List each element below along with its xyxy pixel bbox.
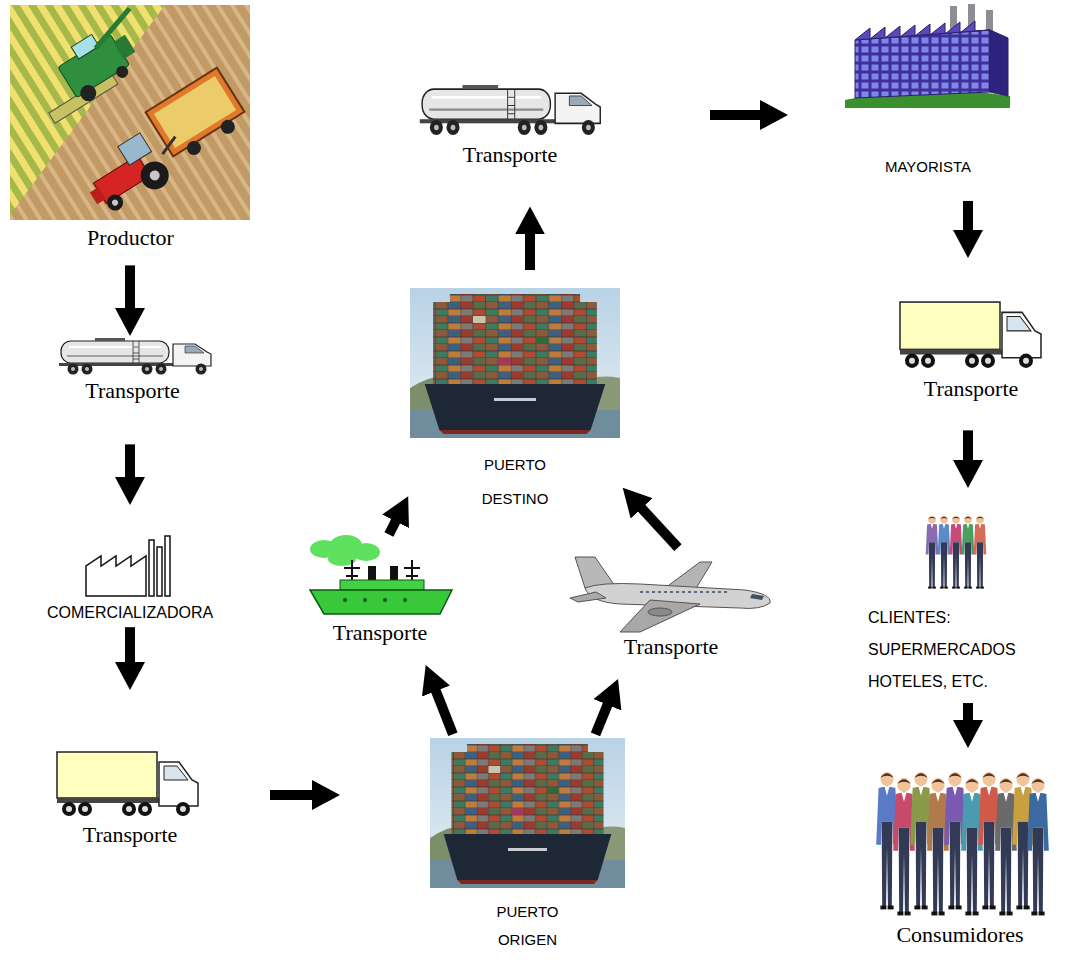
- icon-node: MAYORISTA: [843, 4, 1013, 176]
- node-caption: Transporte: [305, 620, 455, 646]
- node-caption: CLIENTES: SUPERMERCADOS HOTELES, ETC.: [868, 602, 1046, 698]
- node-caption: Transporte: [50, 378, 215, 404]
- icon-node: COMERCIALIZADORA: [25, 535, 235, 622]
- node-caption: COMERCIALIZADORA: [25, 603, 235, 622]
- icon-node: Transporte: [415, 83, 605, 168]
- node-caption: Transporte: [415, 142, 605, 168]
- node-caption: PUERTO DESTINO: [468, 448, 563, 516]
- node-caption: MAYORISTA: [843, 158, 1013, 176]
- icon-node: CLIENTES: SUPERMERCADOS HOTELES, ETC.: [866, 510, 1070, 698]
- icon-node: Transporte: [50, 340, 215, 404]
- consumers-group: [876, 772, 1049, 915]
- tanker-truck: [59, 338, 211, 375]
- farm-illustration: [10, 5, 250, 220]
- wholesaler-factory: [845, 4, 1010, 108]
- flow-arrow: [525, 232, 535, 270]
- icon-node: PUERTO ORIGEN: [425, 738, 630, 954]
- icon-node: Transporte: [305, 538, 455, 646]
- airplane: [570, 557, 770, 632]
- icon-node: Transporte: [565, 552, 777, 660]
- flow-arrow: [270, 790, 314, 800]
- flow-arrow: [125, 627, 135, 664]
- flow-arrow: [125, 444, 135, 479]
- steam-ship: [310, 535, 452, 614]
- tanker-truck: [420, 85, 601, 135]
- container-ship-photo: [410, 288, 620, 438]
- icon-node: Transporte: [895, 298, 1047, 402]
- node-caption: PUERTO ORIGEN: [480, 898, 575, 954]
- node-caption: Transporte: [565, 634, 777, 660]
- flow-arrow: [125, 265, 135, 310]
- flow-arrow: [710, 110, 762, 120]
- node-caption: Productor: [8, 225, 253, 251]
- node-caption: Transporte: [50, 822, 210, 848]
- icon-node: PUERTO DESTINO: [410, 288, 620, 516]
- flow-arrow: [963, 703, 973, 722]
- flow-arrow: [963, 430, 973, 462]
- flow-arrow: [595, 703, 608, 734]
- node-caption: Transporte: [895, 376, 1047, 402]
- flow-arrow: [640, 507, 678, 548]
- box-truck: [57, 752, 198, 816]
- flow-arrow: [963, 201, 973, 232]
- icon-node: Productor: [8, 5, 253, 251]
- clients-group: [926, 516, 987, 589]
- icon-node: Consumidores: [870, 768, 1050, 948]
- container-ship-photo: [430, 738, 625, 888]
- flow-arrow: [435, 689, 453, 734]
- factory-outline: [86, 536, 170, 596]
- node-caption: Consumidores: [870, 922, 1050, 948]
- flow-arrow: [389, 520, 397, 535]
- box-truck: [900, 302, 1041, 368]
- icon-node: Transporte: [50, 750, 210, 848]
